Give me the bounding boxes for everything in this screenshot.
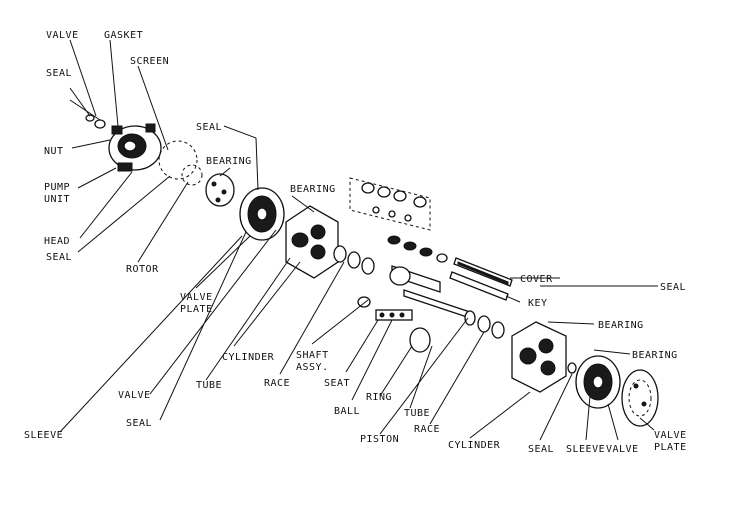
label-cylinder-1: CYLINDER xyxy=(222,352,275,363)
leader-lines xyxy=(59,39,658,441)
label-tube-2: TUBE xyxy=(404,408,430,419)
label-cover: COVER xyxy=(520,274,553,285)
label-sleeve-left: SLEEVE xyxy=(24,430,63,441)
label-rotor: ROTOR xyxy=(126,264,159,275)
front-cylinder-block xyxy=(285,205,375,279)
front-valve-plate xyxy=(239,187,285,241)
label-seal-top: SEAL xyxy=(46,68,72,79)
label-ball: BALL xyxy=(334,406,360,417)
middle-seat-cluster xyxy=(387,235,448,293)
label-bearing-3: BEARING xyxy=(598,320,644,331)
upper-bearing-cluster xyxy=(349,177,431,231)
screen-rotor-group xyxy=(158,140,235,207)
label-key: KEY xyxy=(528,298,548,309)
label-cylinder-2: CYLINDER xyxy=(448,440,501,451)
label-bearing-1: BEARING xyxy=(206,156,252,167)
label-race-2: RACE xyxy=(414,424,440,435)
label-seal-mid: SEAL xyxy=(196,122,222,133)
label-ring: RING xyxy=(366,392,392,403)
cover-rods xyxy=(449,257,513,301)
shaft-assembly xyxy=(357,289,471,353)
label-valve-top: VALVE xyxy=(46,30,79,41)
label-seal-right-bottom: SEAL xyxy=(528,444,554,455)
label-head: HEAD xyxy=(44,236,70,247)
rear-valve-plate xyxy=(575,355,621,409)
label-nut: NUT xyxy=(44,146,64,157)
rear-rings xyxy=(464,310,505,339)
label-valve-right: VALVE xyxy=(606,444,639,455)
label-seal-left: SEAL xyxy=(46,252,72,263)
label-bearing-2: BEARING xyxy=(290,184,336,195)
label-tube-1: TUBE xyxy=(196,380,222,391)
label-bearing-4: BEARING xyxy=(632,350,678,361)
label-sleeve-right: SLEEVE xyxy=(566,444,605,455)
label-piston: PISTON xyxy=(360,434,399,445)
label-race-1: RACE xyxy=(264,378,290,389)
label-valve-left: VALVE xyxy=(118,390,151,401)
rear-end-plate xyxy=(621,369,659,427)
pump-unit-assembly xyxy=(85,114,162,172)
label-seal-right: SEAL xyxy=(660,282,686,293)
label-screen: SCREEN xyxy=(130,56,169,67)
label-seat: SEAT xyxy=(324,378,350,389)
label-seal-bottom: SEAL xyxy=(126,418,152,429)
label-gasket: GASKET xyxy=(104,30,143,41)
rear-cylinder-block xyxy=(511,321,577,393)
